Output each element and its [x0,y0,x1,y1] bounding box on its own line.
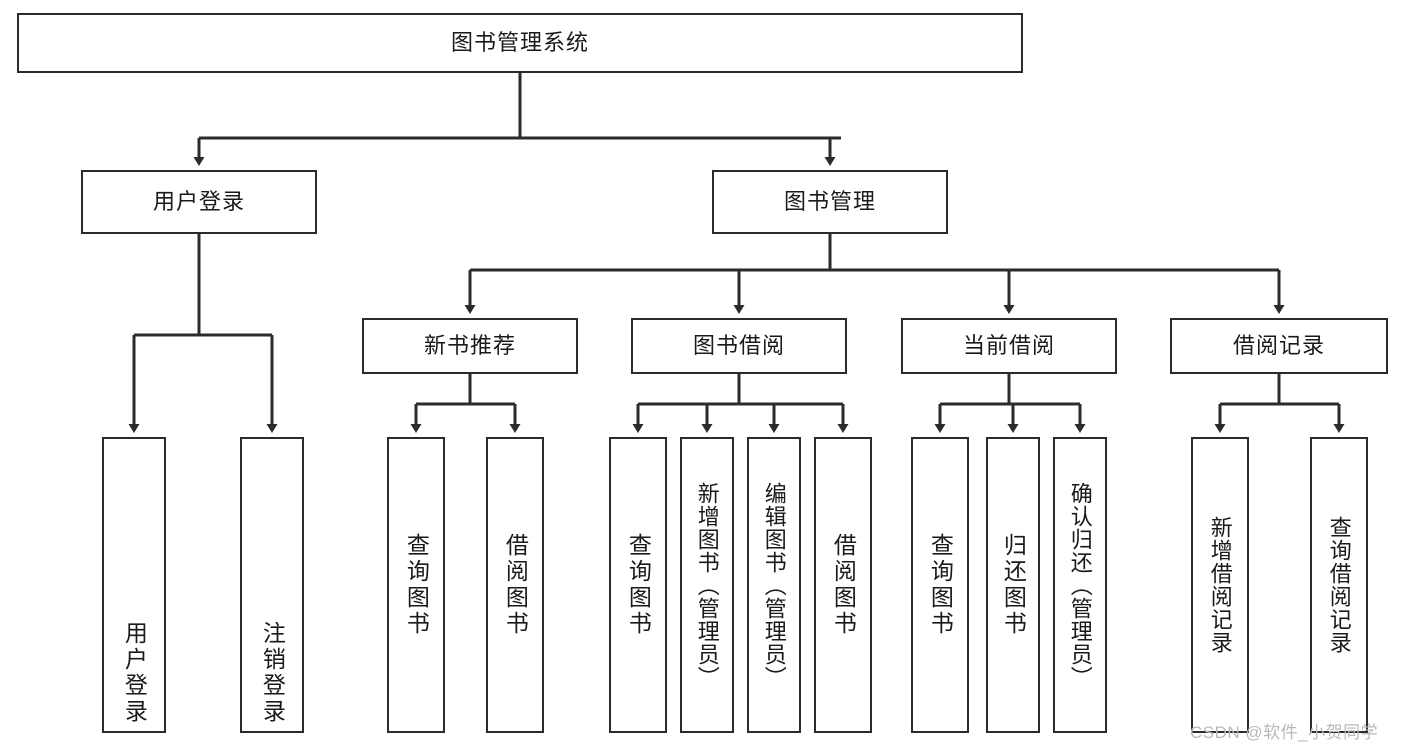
node-borrow-record[interactable]: 借阅记录 [1170,318,1388,374]
node-book-management[interactable]: 图书管理 [712,170,948,234]
node-leaf-query-borrow-record[interactable]: 查询借阅记录 [1310,437,1368,733]
node-leaf-query-book-2[interactable]: 查询图书 [609,437,667,733]
node-new-book-recommend[interactable]: 新书推荐 [362,318,578,374]
node-root[interactable]: 图书管理系统 [17,13,1023,73]
node-leaf-edit-book-admin[interactable]: 编辑图书（管理员） [747,437,801,733]
node-leaf-query-book-1[interactable]: 查询图书 [387,437,445,733]
node-user-login[interactable]: 用户登录 [81,170,317,234]
csdn-watermark: CSDN @软件_小贺同学 [1190,723,1379,742]
node-current-borrow[interactable]: 当前借阅 [901,318,1117,374]
node-book-borrow[interactable]: 图书借阅 [631,318,847,374]
node-leaf-logout[interactable]: 注销登录 [240,437,304,733]
node-leaf-add-book-admin[interactable]: 新增图书（管理员） [680,437,734,733]
node-leaf-query-book-3[interactable]: 查询图书 [911,437,969,733]
node-leaf-confirm-return-admin[interactable]: 确认归还（管理员） [1053,437,1107,733]
node-leaf-user-login[interactable]: 用户登录 [102,437,166,733]
node-leaf-add-borrow-record[interactable]: 新增借阅记录 [1191,437,1249,733]
node-leaf-borrow-book-1[interactable]: 借阅图书 [486,437,544,733]
node-leaf-borrow-book-2[interactable]: 借阅图书 [814,437,872,733]
node-leaf-return-book[interactable]: 归还图书 [986,437,1040,733]
